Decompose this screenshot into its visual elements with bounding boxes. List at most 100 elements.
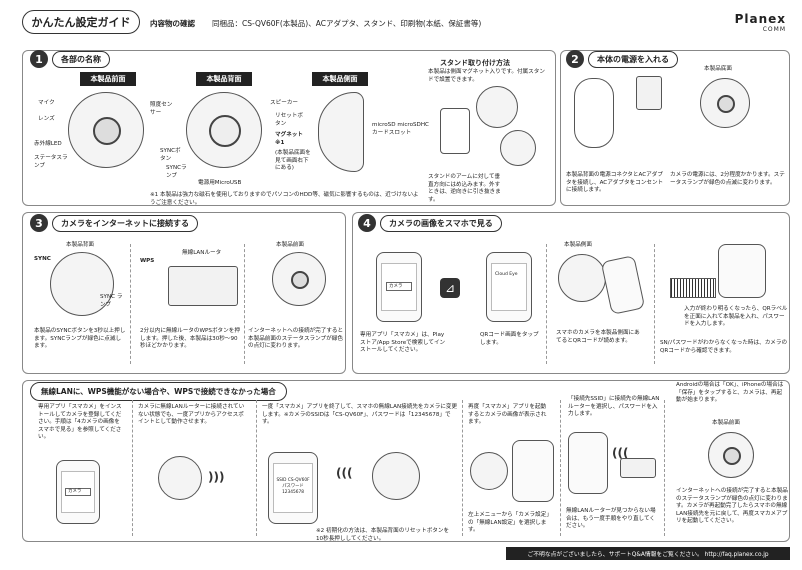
phone-illustration: Cloud Eye	[486, 252, 532, 322]
sync-label: SYNC	[34, 256, 51, 262]
section-title: カメラをインターネットに接続する	[52, 214, 198, 232]
camera-illustration	[470, 452, 508, 490]
step-text: インターネットへの接続が完了すると本製品のステータスランプが緑色の点灯に変わりま…	[676, 488, 788, 525]
section-internet	[22, 212, 346, 374]
router-illustration	[620, 458, 656, 478]
phone-illustration: カメラ	[376, 252, 422, 322]
camera-illustration	[372, 452, 420, 500]
step-text: 専用アプリ「スマカメ」は、Playストア/App Storeで検索してインストー…	[360, 332, 446, 354]
stand-title: スタンド取り付け方法	[440, 59, 510, 67]
step-text: 左上メニューから「カメラ設定」の「無線LAN設定」を選択します。	[468, 512, 552, 534]
phone-illustration	[568, 432, 608, 494]
support-footer: ご不明な点がございましたら、サポートQ&A情報をご覧ください。 http://f…	[506, 547, 790, 560]
stand-camera-illustration	[500, 130, 536, 166]
step-text: 「接続先SSID」に接続先の無線LANルーターを選択し、パスワードを入力します。	[568, 396, 660, 418]
power-text: 本製品背面の電源コネクタとACアダプタを接続し、ACアダプタをコンセントに接続し…	[566, 172, 664, 194]
phone-illustration	[718, 244, 766, 298]
side-label: 本製品側面	[312, 72, 368, 86]
phone-illustration: カメラ	[56, 460, 100, 524]
contents-label: 内容物の確認	[150, 19, 195, 28]
magnet-note: ※1 本製品は強力な磁石を使用しておりますのでパソコンのHDD等、磁気に影響する…	[150, 192, 419, 206]
camera-illustration	[158, 456, 202, 500]
part-label: 照度センサー	[150, 102, 173, 116]
sub-label: 本製品背面	[66, 242, 94, 248]
phone-illustration: SSID CS-QV60F パスワード 12345678	[268, 452, 318, 524]
outlet-icon	[636, 76, 662, 110]
step-text: 2分以内に無線ルータのWPSボタンを押します。押した後、本製品は30秒〜90秒ほ…	[140, 328, 240, 350]
step-text: 専用アプリ「スマカメ」をインストールしてカメラを登録してください。手順は「4カメ…	[38, 404, 122, 441]
lens-icon	[93, 117, 121, 145]
lens-icon	[717, 95, 735, 113]
step-number: 1	[30, 50, 48, 68]
section-title: 無線LANに、WPS機能がない場合や、WPSで接続できなかった場合	[30, 382, 287, 401]
stand-camera-illustration	[476, 86, 518, 128]
search-input[interactable]: カメラ	[65, 488, 91, 496]
camera-illustration	[574, 78, 614, 148]
sync-lamp-label: SYNC ランプ	[100, 294, 123, 308]
step-number: 4	[358, 214, 376, 232]
part-label: 電源用MicroUSB	[198, 180, 242, 186]
step-text: 本製品のSYNCボタンを3秒以上押します。SYNCランプが緑色に点滅します。	[34, 328, 126, 350]
app-icon[interactable]: ⊿	[440, 278, 460, 298]
wps-label: WPS	[140, 258, 155, 264]
camera-front-illustration	[272, 252, 326, 306]
wifi-icon: )))	[208, 470, 225, 484]
speaker-icon	[209, 115, 241, 147]
camera-illustration	[700, 78, 750, 128]
sub-label: 本製品側面	[564, 242, 592, 248]
front-label: 本製品前面	[80, 72, 136, 86]
back-label: 本製品背面	[196, 72, 252, 86]
step-text: QRコード画面をタップします。	[480, 332, 539, 346]
stand-text: スタンドのアームに対して垂直方向にはめ込みます。外すときは、逆向きに引き抜きます…	[428, 174, 501, 203]
section-title: 各部の名称	[52, 50, 110, 68]
camera-side-illustration	[558, 254, 606, 302]
step-text: 無線LANルーターが見つからない場合は、もう一度手順をやり直してください。	[566, 508, 656, 530]
phone-illustration	[512, 440, 554, 502]
section-2-header: 2 本体の電源を入れる	[566, 50, 678, 68]
stand-text: 本製品は側面マグネット入りです。付属スタンドで設置できます。	[428, 69, 545, 83]
part-label: ステータスランプ	[34, 155, 68, 169]
wifi-icon: (((	[336, 466, 353, 480]
camera-back-illustration	[186, 92, 262, 168]
step-number: 2	[566, 50, 584, 68]
section-manual-setup	[22, 380, 790, 542]
part-label: マグネット※1	[275, 132, 303, 146]
step-number: 3	[30, 214, 48, 232]
serial-note: SN/パスワードがわからなくなった時は、カメラのQRコードから確認できます。	[660, 340, 788, 354]
reset-note: ※2 初期化の方法は、本製品背面のリセットボタンを10秒長押ししてください。	[316, 528, 450, 542]
section-3-header: 3 カメラをインターネットに接続する	[30, 214, 198, 232]
part-label: スピーカー	[270, 100, 298, 106]
power-text: カメラの電源には、2分程度かかります。ステータスランプが緑色の点滅に変わります。	[670, 172, 785, 186]
part-label: SYNCランプ	[166, 165, 187, 179]
contents-text: 同梱品：CS-QV60F(本製品)、ACアダプタ、スタンド、印刷物(本紙、保証書…	[212, 19, 482, 28]
camera-front-illustration	[708, 432, 754, 478]
page-title: かんたん設定ガイド	[22, 10, 140, 34]
router-illustration	[168, 266, 238, 306]
lens-icon	[291, 271, 309, 289]
brand-logo: Planex COMM	[734, 12, 786, 33]
ssid-screen: SSID CS-QV60F パスワード 12345678	[276, 478, 310, 495]
part-label: SYNCボタン	[160, 148, 181, 162]
section-4-header: 4 カメラの画像をスマホで見る	[358, 214, 502, 232]
step-text: 一度「スマカメ」アプリを終了して、スマホの無線LAN接続先をカメラに変更します。…	[262, 404, 458, 426]
search-input[interactable]: カメラ	[386, 282, 412, 291]
camera-front-illustration	[68, 92, 144, 168]
part-label: 赤外線LED	[34, 141, 62, 147]
qr-note: 入力が終わり明るくなったら、QRラベルを正面に入れて本製品を入れ、パスワードを入…	[684, 306, 788, 328]
section-title: 本体の電源を入れる	[588, 50, 678, 68]
step-text: カメラに無線LANルーターに接続されていない状態でも、一度アプリからアクセスポイ…	[138, 404, 245, 426]
sub-label: 無線LANルータ	[182, 250, 222, 256]
section-smartphone	[352, 212, 790, 374]
step-text: スマホのカメラを本製品側面にあてるとQRコードが読めます。	[556, 330, 640, 344]
qr-label-icon	[670, 278, 716, 298]
lens-icon	[723, 447, 741, 465]
step-text: インターネットへの接続が完了すると本製品前面のステータスランプが緑色の点灯に変わ…	[248, 328, 344, 350]
sub-label: 本製品前面	[712, 420, 740, 426]
sub-label: 本製品底面	[704, 66, 732, 72]
reset-note: (本製品底面を見て画面右下にある)	[275, 150, 311, 172]
camera-back-illustration	[50, 252, 114, 316]
sub-label: 本製品前面	[276, 242, 304, 248]
section-parts	[22, 50, 556, 206]
section-power	[560, 50, 790, 206]
android-note: Androidの場合は「OK」、iPhoneの場合は「保存」をタップすると、カメ…	[676, 382, 784, 404]
